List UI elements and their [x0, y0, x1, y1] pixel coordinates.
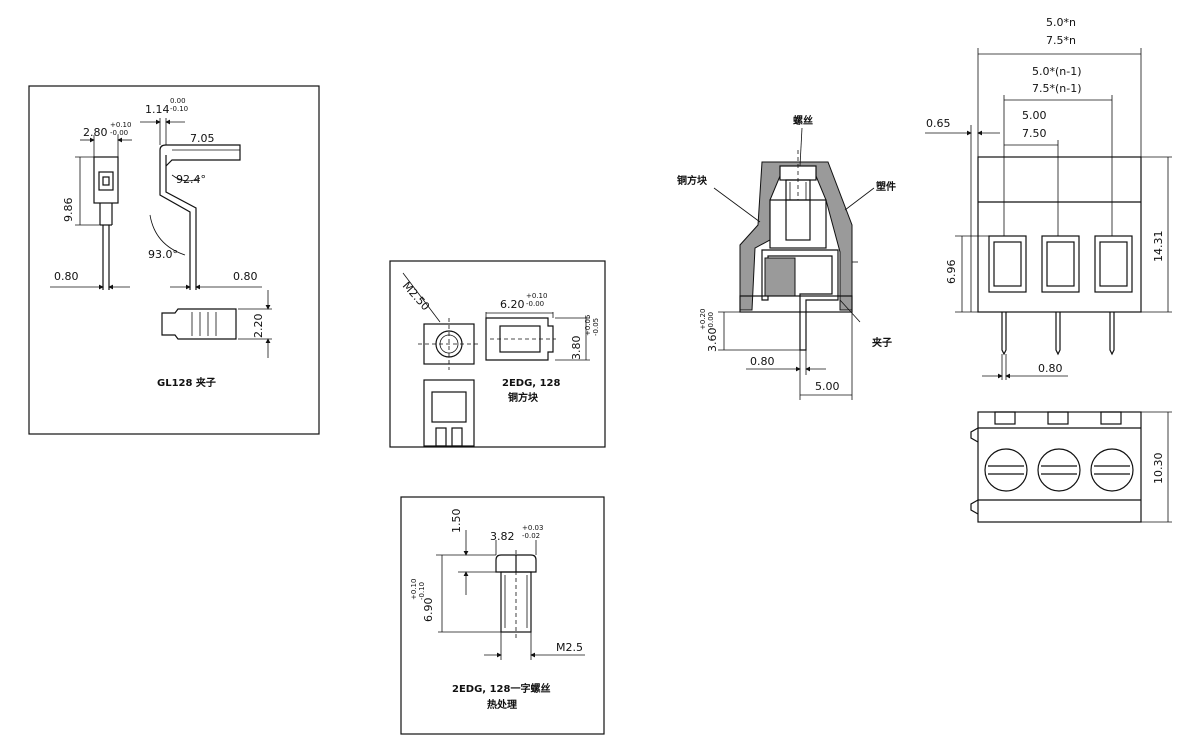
dim-0-65: 0.65 — [926, 117, 951, 130]
dim-6-90-tol-top: +0.10 — [410, 579, 418, 600]
dim-5-0-n-1: 5.0*(n-1) — [1032, 65, 1082, 78]
dim-1-50: 1.50 — [450, 509, 463, 534]
front-top-view: 5.0*n 7.5*n 5.0*(n-1) 7.5*(n-1) 5.00 7.5… — [925, 16, 1172, 523]
dim-3-80-tol-top: +0.05 — [584, 315, 592, 336]
dim-5-00-section: 5.00 — [815, 380, 840, 393]
dim-7-5-n-1: 7.5*(n-1) — [1032, 82, 1082, 95]
dim-6-20: 6.20 — [500, 298, 525, 311]
dim-2-20: 2.20 — [252, 314, 265, 339]
dim-m2-5: M2.5 — [556, 641, 583, 654]
dim-3-82-tol-top: +0.03 — [522, 524, 543, 532]
copper-block-panel: M2.50 6.20 +0.10 -0.00 3.80 +0.05 -0.05 … — [389, 260, 606, 448]
dim-1-14: 1.14 — [145, 103, 170, 116]
dim-14-31: 14.31 — [1152, 231, 1165, 263]
dim-5-0n: 5.0*n — [1046, 16, 1076, 29]
dim-7-05: 7.05 — [190, 132, 215, 145]
dim-6-90-tol-bot: -0.10 — [418, 582, 426, 600]
dim-6-20-tol-bot: -0.00 — [526, 300, 544, 308]
screw-caption-line1: 2EDG, 128一字螺丝 — [452, 682, 550, 695]
dim-6-96: 6.96 — [945, 260, 958, 285]
label-screw: 螺丝 — [793, 114, 813, 127]
dim-0-80-left: 0.80 — [54, 270, 79, 283]
dim-6-20-tol-top: +0.10 — [526, 292, 547, 300]
dim-7-5n: 7.5*n — [1046, 34, 1076, 47]
clip-detail-panel: 2.80 +0.10 -0.00 1.14 0.00 -0.10 7.05 9.… — [28, 85, 320, 435]
dim-2-80-tol-bot: -0.00 — [110, 129, 128, 137]
dim-3-80: 3.80 — [570, 336, 583, 361]
clip-caption: GL128 夹子 — [157, 376, 216, 389]
screw-panel: 1.50 3.82 +0.03 -0.02 6.90 +0.10 -0.10 M… — [400, 496, 605, 735]
dim-7-50-pitch: 7.50 — [1022, 127, 1047, 140]
label-clip: 夹子 — [872, 336, 892, 349]
screw-caption-line2: 热处理 — [487, 698, 517, 711]
dim-3-60-tol-bot: -0.00 — [707, 312, 715, 330]
dim-0-80-front: 0.80 — [1038, 362, 1063, 375]
dim-0-80-right: 0.80 — [233, 270, 258, 283]
dim-3-60-tol-top: +0.20 — [699, 309, 707, 330]
dim-3-60: 3.60 — [706, 328, 719, 353]
dim-m2-50: M2.50 — [400, 279, 432, 313]
dim-3-82-tol-bot: -0.02 — [522, 532, 540, 540]
dim-2-80: 2.80 — [83, 126, 108, 139]
dim-1-14-tol-top: 0.00 — [170, 97, 186, 105]
block-caption-line1: 2EDG, 128 — [502, 378, 560, 389]
dim-3-82: 3.82 — [490, 530, 515, 543]
dim-0-80-section: 0.80 — [750, 355, 775, 368]
dim-6-90: 6.90 — [422, 598, 435, 623]
label-copper-block: 铜方块 — [677, 174, 708, 187]
dim-3-80-tol-bot: -0.05 — [592, 318, 600, 336]
angle-93-0: 93.0° — [148, 248, 178, 261]
section-view: 螺丝 铜方块 塑件 夹子 3.60 +0.20 -0.00 0.80 5.00 — [677, 114, 896, 400]
dim-5-00-pitch: 5.00 — [1022, 109, 1047, 122]
dim-1-14-tol-bot: -0.10 — [170, 105, 188, 113]
block-caption-line2: 铜方块 — [508, 391, 539, 404]
label-plastic: 塑件 — [876, 180, 896, 193]
dim-10-30: 10.30 — [1152, 453, 1165, 485]
dim-9-86: 9.86 — [62, 198, 75, 223]
dim-2-80-tol-top: +0.10 — [110, 121, 131, 129]
angle-92-4: 92.4° — [176, 173, 206, 186]
